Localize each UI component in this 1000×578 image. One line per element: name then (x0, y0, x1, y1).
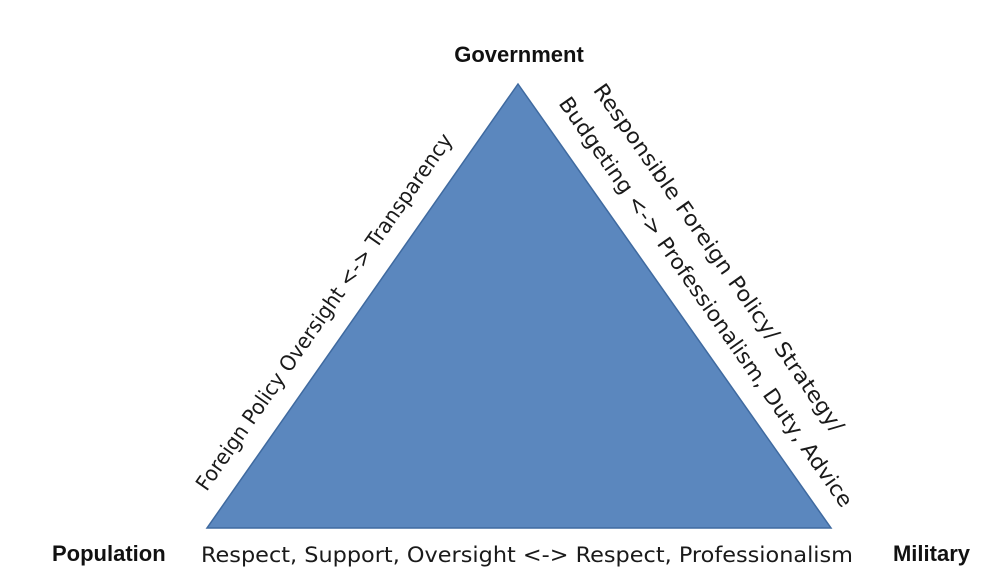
military-label: Military (893, 541, 971, 566)
government-label: Government (454, 42, 584, 67)
relationship-triangle (205, 82, 833, 529)
bottom-edge-label: Respect, Support, Oversight <-> Respect,… (201, 543, 853, 567)
population-label: Population (52, 541, 166, 566)
